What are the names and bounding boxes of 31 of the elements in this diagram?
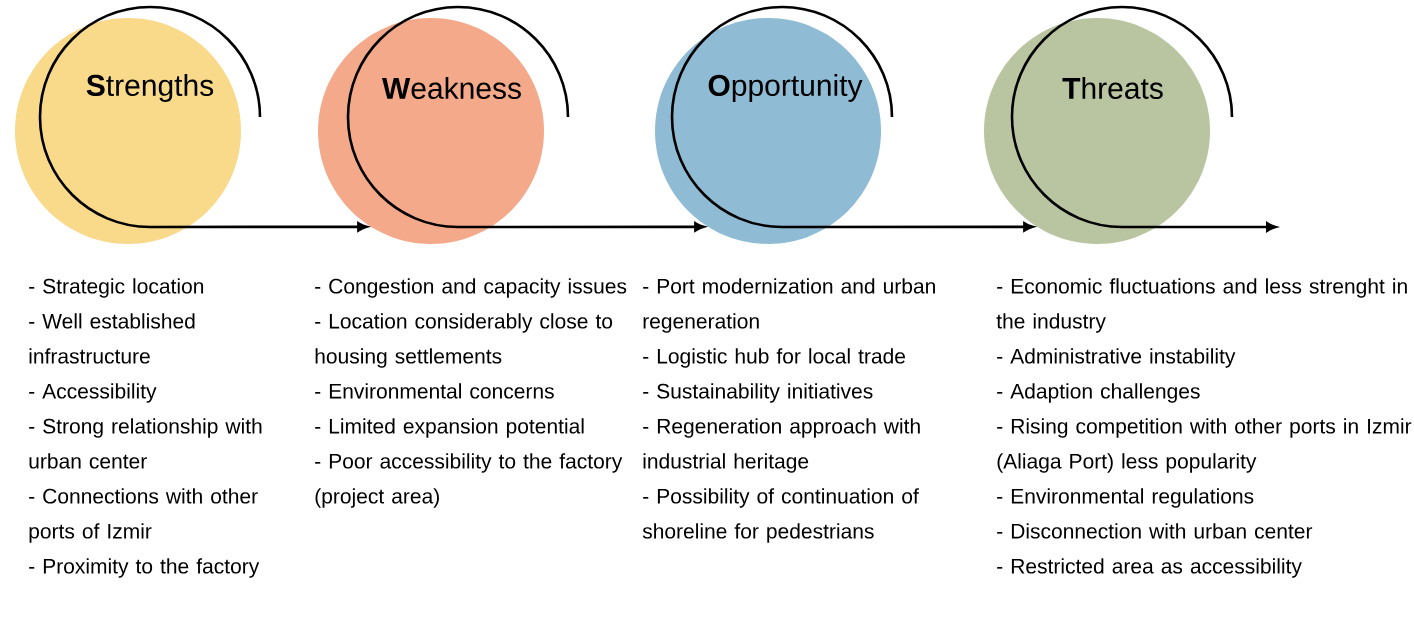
heading: Strengths: [86, 74, 214, 102]
list-item: - Logistic hub for local trade: [643, 348, 905, 368]
arrow: [346, 5, 705, 232]
list-item: - Limited expansion potential: [315, 418, 584, 438]
heading: Opportunity: [708, 74, 863, 102]
arrow: [38, 5, 368, 232]
list-item: - Environmental regulations: [997, 488, 1254, 508]
list-item: - Sustainability initiatives: [643, 383, 873, 403]
list-item: - Congestion and capacity issues: [315, 278, 627, 298]
list-item: - Environmental concerns: [315, 383, 554, 399]
list-item: - Strong relationship with urban center: [29, 418, 262, 469]
list-item: - Disconnection with urban center: [997, 523, 1313, 539]
list-item: - Economic fluctuations and less strenght in the industry: [996, 278, 1407, 333]
list-item: - Poor accessibility to the factory (project area): [315, 453, 623, 508]
list-item: - Adaption challenges: [997, 383, 1200, 403]
list-item: - Port modernization and urban regeneration: [643, 278, 935, 333]
list-item: - Accessibility: [29, 383, 157, 403]
arrow: [670, 5, 1034, 232]
heading: Weakness: [382, 77, 521, 99]
list-item: - Well established infrastructure: [29, 313, 195, 364]
list-item: - Location considerably close to housing settlements: [315, 313, 613, 368]
list-item: - Strategic location: [29, 278, 204, 298]
heading: Threats: [1062, 77, 1163, 99]
list-item: - Rising competition with other ports in Izmir (Aliaga Port) less popularity: [997, 418, 1412, 473]
list-item: - Connections with other ports of Izmir: [29, 488, 258, 543]
list-item: - Regeneration approach with industrial heritage: [643, 418, 920, 473]
list-item: - Restricted area as accessibility: [997, 558, 1302, 578]
list-item: - Possibility of continuation of shoreline for pedestrians: [642, 488, 919, 543]
arrow: [1010, 5, 1277, 232]
list-item: - Administrative instability: [997, 348, 1236, 368]
list-item: - Proximity to the factory: [29, 558, 260, 578]
